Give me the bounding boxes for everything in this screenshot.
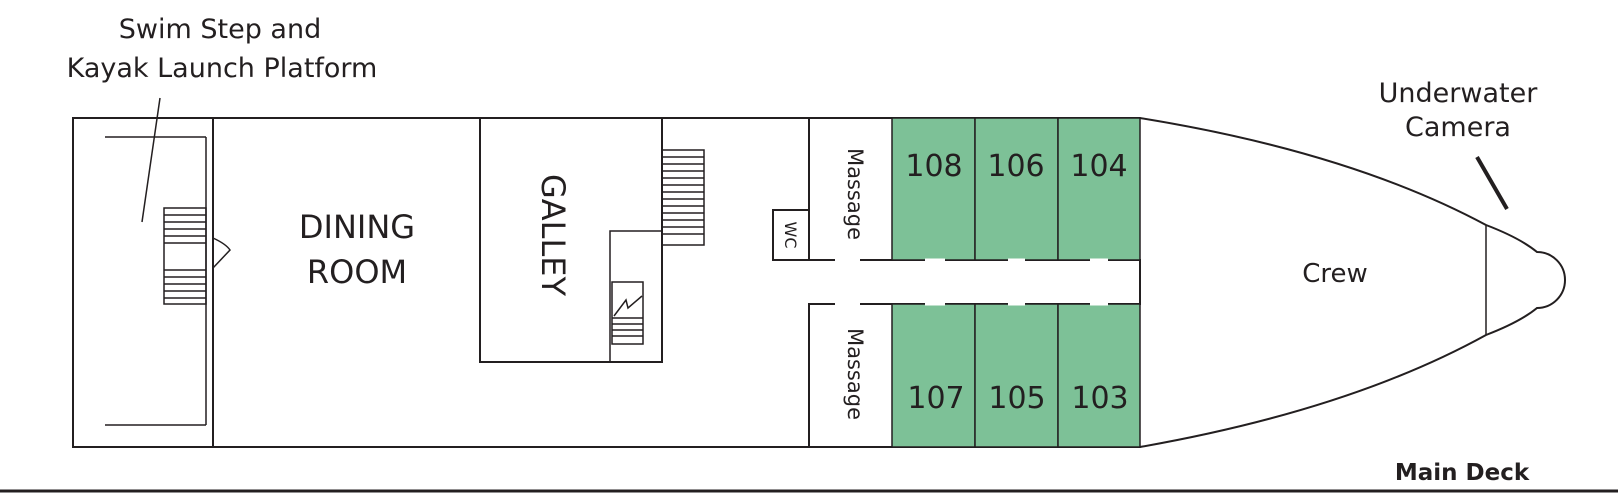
cabin-103[interactable]: 103: [1057, 303, 1141, 448]
cabin-107-number: 107: [907, 381, 964, 416]
swim-step-label-line1: Swim Step and: [119, 14, 321, 45]
swim-step-pointer: [141, 97, 161, 223]
cabin-104[interactable]: 104: [1057, 117, 1141, 261]
massage-lower-label: Massage: [843, 328, 867, 420]
galley-staircase: [611, 281, 644, 345]
cabin-106[interactable]: 106: [974, 117, 1059, 261]
cabin-107-room[interactable]: [891, 303, 976, 448]
cabin-107[interactable]: 107: [891, 303, 976, 448]
galley-label: GALLEY: [534, 174, 572, 297]
cabin-108-room[interactable]: [891, 117, 976, 261]
cabin-105[interactable]: 105: [974, 303, 1059, 448]
swim-step-label-line2: Kayak Launch Platform: [67, 53, 378, 84]
cabin-108[interactable]: 108: [891, 117, 976, 261]
cabin-106-number: 106: [987, 149, 1044, 184]
massage-upper-label: Massage: [843, 148, 867, 240]
dining-room-label-line2: ROOM: [307, 253, 407, 291]
underwater-camera-label-line1: Underwater: [1379, 78, 1539, 109]
cabin-108-number: 108: [905, 149, 962, 184]
cabin-103-number: 103: [1071, 381, 1128, 416]
stern-stairs: [163, 207, 207, 305]
deck-name: Main Deck: [1395, 460, 1530, 486]
crew-label: Crew: [1302, 259, 1368, 289]
cabin-door-gaps: [925, 258, 1108, 306]
dining-room-label-line1: DINING: [299, 208, 415, 246]
wc-label: WC: [781, 222, 800, 249]
underwater-camera-pointer: [1475, 156, 1509, 210]
stern-door-swing: [212, 237, 231, 269]
cabin-105-room[interactable]: [974, 303, 1059, 448]
cabin-104-room[interactable]: [1057, 117, 1141, 261]
galley-inner-wall: [609, 230, 662, 362]
cabin-106-room[interactable]: [974, 117, 1059, 261]
main-staircase: [661, 149, 705, 246]
cabin-104-number: 104: [1070, 149, 1127, 184]
hull-outline: [72, 117, 1566, 448]
cabin-105-number: 105: [988, 381, 1045, 416]
cabin-103-room[interactable]: [1057, 303, 1141, 448]
underwater-camera-label-line2: Camera: [1405, 112, 1511, 143]
